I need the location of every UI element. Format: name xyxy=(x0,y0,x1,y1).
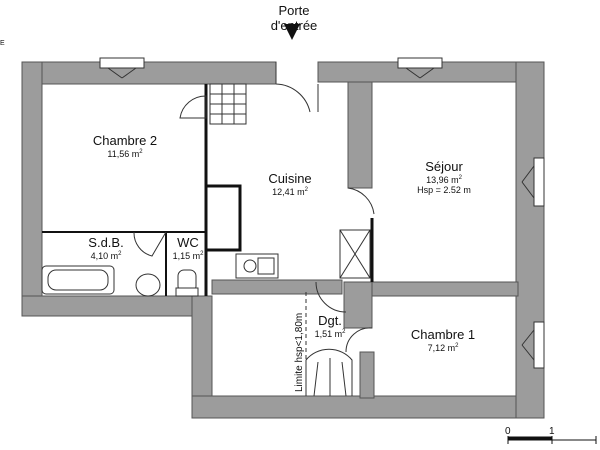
wall-top-left xyxy=(21,61,277,85)
room-area: 11,56 m2 xyxy=(107,148,143,159)
room-height: Hsp = 2.52 m xyxy=(417,185,471,196)
kitchen-fixtures xyxy=(235,229,371,279)
bathroom-fixtures xyxy=(41,265,199,297)
door-sejour xyxy=(347,187,375,215)
room-area: 4,10 m2 xyxy=(90,250,122,261)
room-name: Séjour xyxy=(425,159,463,174)
room-area: 7,12 m2 xyxy=(427,342,459,353)
scale-one: 1 xyxy=(549,426,555,437)
room-name: S.d.B. xyxy=(88,235,124,250)
partition-closet xyxy=(206,184,242,252)
room-cuisine: Cuisine 12,41 m2 xyxy=(250,171,330,197)
room-area: 12,41 m2 xyxy=(272,186,308,197)
entrance-label: Porte d'entrée xyxy=(264,3,324,34)
room-wc: WC 1,15 m2 xyxy=(166,235,210,261)
door-chambre1 xyxy=(345,327,373,353)
room-name: Chambre 1 xyxy=(410,327,476,342)
room-chambre-2: Chambre 2 11,56 m2 xyxy=(80,133,170,159)
window-sejour-top xyxy=(397,57,443,69)
stairs-top xyxy=(209,83,247,125)
room-dgt: Dgt. 1,51 m2 xyxy=(308,313,352,339)
window-chambre1-right xyxy=(533,321,545,369)
scale-bar xyxy=(507,436,597,444)
wall-bottom xyxy=(191,395,545,419)
walls xyxy=(21,61,545,419)
edge-mark: E xyxy=(0,40,5,47)
wall-chambre1-left-bottom xyxy=(359,351,375,399)
window-sejour-right xyxy=(533,157,545,207)
room-name: Cuisine xyxy=(268,171,312,186)
washbasin xyxy=(135,273,161,297)
room-sdb: S.d.B. 4,10 m2 xyxy=(76,235,136,261)
door-chambre2 xyxy=(179,95,207,119)
room-name: Chambre 2 xyxy=(92,133,158,148)
door-entry xyxy=(275,62,311,113)
wall-left xyxy=(21,61,43,317)
room-sejour: Séjour 13,96 m2 Hsp = 2.52 m xyxy=(404,159,484,196)
room-area: 13,96 m2 xyxy=(426,174,462,185)
room-area: 1,15 m2 xyxy=(172,250,204,261)
entrance-line2: d'entrée xyxy=(270,17,318,33)
wall-kitchen-bottom xyxy=(211,279,343,295)
window-chambre2 xyxy=(99,57,145,69)
limit-label: Limite hsp<1,80m xyxy=(294,312,305,392)
room-chambre-1: Chambre 1 7,12 m2 xyxy=(398,327,488,353)
partitions xyxy=(42,84,374,296)
doors xyxy=(133,62,375,353)
door-sdb xyxy=(133,231,167,257)
room-name: Dgt. xyxy=(318,313,342,328)
wall-bottom-left xyxy=(21,295,195,317)
wall-chambre1-left-top xyxy=(343,281,373,329)
room-area: 1,51 m2 xyxy=(314,328,346,339)
wall-sejour-left xyxy=(347,81,373,189)
scale-zero: 0 xyxy=(505,426,511,437)
room-name: WC xyxy=(177,235,199,250)
stairs-bottom xyxy=(305,348,353,397)
door-dgt xyxy=(315,281,347,313)
entrance-line1: Porte xyxy=(278,3,310,18)
windows xyxy=(99,57,545,369)
entrance-arrow-icon xyxy=(284,24,300,40)
